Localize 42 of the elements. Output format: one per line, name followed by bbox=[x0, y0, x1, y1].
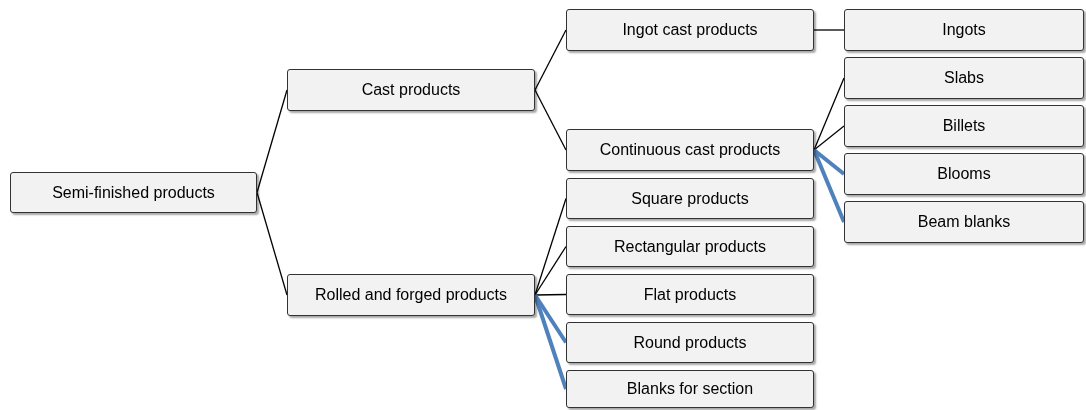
category-box bbox=[844, 201, 1084, 243]
node-label: Billets bbox=[942, 117, 986, 135]
category-box bbox=[566, 322, 814, 363]
node-label: Blooms bbox=[937, 165, 991, 183]
category-box bbox=[844, 105, 1084, 147]
connector-line bbox=[813, 125, 845, 151]
connector-line bbox=[256, 191, 288, 296]
category-box bbox=[566, 9, 814, 51]
node-label: Semi-finished products bbox=[52, 183, 215, 202]
connector-line bbox=[813, 29, 845, 31]
node-label: Rectangular products bbox=[613, 237, 767, 256]
connector-line bbox=[813, 77, 845, 151]
category-box bbox=[844, 9, 1084, 51]
node-label: Continuous cast products bbox=[599, 141, 781, 159]
node-label: Rolled and forged products bbox=[314, 286, 508, 304]
connector-line bbox=[534, 89, 567, 151]
category-box bbox=[287, 274, 535, 316]
connector-line bbox=[534, 29, 567, 91]
node-label: Cast products bbox=[361, 81, 461, 99]
category-box bbox=[287, 69, 535, 111]
category-box bbox=[10, 172, 257, 213]
category-box bbox=[844, 153, 1084, 195]
node-label: Ingots bbox=[942, 21, 986, 39]
connector-line bbox=[534, 245, 567, 296]
category-box bbox=[566, 178, 814, 219]
connector-line bbox=[812, 148, 846, 176]
category-box bbox=[566, 129, 814, 171]
category-box bbox=[566, 226, 814, 267]
connector-line bbox=[534, 197, 567, 296]
node-label: Slabs bbox=[944, 69, 984, 87]
node-label: Round products bbox=[633, 333, 747, 352]
category-box bbox=[844, 57, 1084, 99]
node-label: Ingot cast products bbox=[622, 21, 758, 39]
connector-line bbox=[534, 293, 567, 296]
category-box bbox=[566, 370, 814, 408]
node-label: Square products bbox=[631, 189, 749, 208]
node-label: Blanks for section bbox=[626, 380, 754, 398]
category-box bbox=[566, 274, 814, 315]
node-label: Beam blanks bbox=[917, 213, 1011, 231]
node-label: Flat products bbox=[643, 285, 737, 304]
connector-line bbox=[533, 294, 568, 390]
connector-line bbox=[256, 89, 288, 194]
